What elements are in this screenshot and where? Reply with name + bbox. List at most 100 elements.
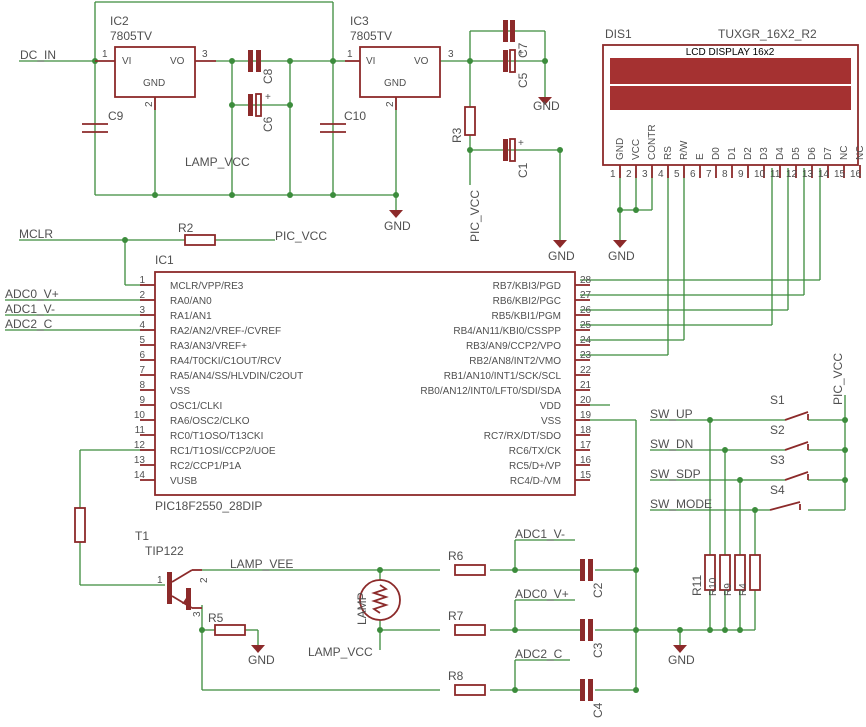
lcd-pin-label: CONTR xyxy=(647,124,658,160)
ic1-left-pin-number: 6 xyxy=(139,350,145,361)
net-mclr: MCLR xyxy=(19,227,53,241)
gnd-label-4: GND xyxy=(608,249,635,263)
lamp: LAMP xyxy=(355,579,401,625)
gnd-label-3: GND xyxy=(548,249,575,263)
wires xyxy=(5,1,846,691)
ic1-right-pin-label: RB6/KBI2/PGC xyxy=(493,296,561,307)
ic1-right-pin-number: 15 xyxy=(580,470,592,481)
ic1-left-pin-number: 1 xyxy=(139,275,145,286)
ic1-right-pin-label: RB3/AN9/CCP2/VPO xyxy=(466,341,561,352)
net-adc1-b: ADC1_V- xyxy=(515,527,565,541)
net-sw-dn: SW_DN xyxy=(650,437,693,451)
lcd-pin-label: D3 xyxy=(759,147,770,160)
c10-label: C10 xyxy=(344,109,366,123)
ic3-vi-label: VI xyxy=(366,56,375,67)
t1-pin3: 3 xyxy=(192,611,203,617)
ic1-left-pin-label: OSC1/CLKI xyxy=(170,401,222,412)
ic1-left-pin-label: RC1/T1OSI/CCP2/UOE xyxy=(170,446,276,457)
lcd-pin-number: 6 xyxy=(690,169,696,180)
gnd-label-5: GND xyxy=(248,653,275,667)
ic1-left-pin-number: 2 xyxy=(139,290,145,301)
ic2-name: IC2 xyxy=(110,14,129,28)
transistor-t1: T1 TIP122 1 2 3 xyxy=(135,529,210,617)
ic3-pin3: 3 xyxy=(448,49,454,60)
c3-label: C3 xyxy=(591,642,605,658)
net-pic-vcc-r2: PIC_VCC xyxy=(275,229,327,243)
lcd-pin-number: 7 xyxy=(706,169,712,180)
net-sw-mode: SW_MODE xyxy=(650,497,712,511)
capacitor-c6: + C6 xyxy=(248,92,275,132)
lcd-pin-number: 4 xyxy=(658,169,664,180)
lcd-pin-group: GND1VCC2CONTR3RS4R/W5E6D07D18D29D310D411… xyxy=(610,124,866,180)
ic1-left-pin-label: MCLR/VPP/RE3 xyxy=(170,281,244,292)
lcd-pin-number: 11 xyxy=(770,169,781,180)
ic1-right-pin-number: 25 xyxy=(580,320,592,331)
dis1-name: DIS1 xyxy=(605,27,632,41)
switch-s3: S3 xyxy=(770,453,809,481)
lcd-pin-number: 14 xyxy=(818,169,830,180)
ic1-left-pin-number: 12 xyxy=(134,440,146,451)
ic3-vo-label: VO xyxy=(414,56,429,67)
lcd-pin-number: 2 xyxy=(626,169,632,180)
t1-name: T1 xyxy=(135,529,149,543)
lcd-pin-number: 12 xyxy=(786,169,798,180)
ic1-left-pin-label: VUSB xyxy=(170,476,198,487)
r5-label: R5 xyxy=(208,611,224,625)
ic3-name: IC3 xyxy=(350,14,369,28)
ic1-left-pin-number: 9 xyxy=(139,395,145,406)
net-lamp-vcc-top: LAMP_VCC xyxy=(185,155,250,169)
ic2-pin2: 2 xyxy=(144,101,155,107)
lcd-pin-label: E xyxy=(695,153,706,160)
ic1-left-pin-label: RA4/T0CKI/C1OUT/RCV xyxy=(170,356,281,367)
ground-symbols: GND GND GND GND GND GND xyxy=(248,97,695,667)
ic1-right-pin-label: RC6/TX/CK xyxy=(509,446,562,457)
ic1-right-pin-label: RC4/D-/VM xyxy=(510,476,561,487)
lcd-pin-label: D1 xyxy=(727,147,738,160)
lcd-pin-label: D0 xyxy=(711,147,722,160)
ic1-left-pin-number: 8 xyxy=(139,380,145,391)
dis1-value: TUXGR_16X2_R2 xyxy=(718,27,817,41)
lcd-pin-number: 13 xyxy=(802,169,814,180)
ic1-left-pin-number: 4 xyxy=(139,320,145,331)
junctions xyxy=(92,58,848,693)
capacitor-c7: C7 xyxy=(503,20,530,58)
r7-label: R7 xyxy=(448,609,464,623)
lcd-pin-label: VCC xyxy=(631,139,642,160)
ic1-right-pin-number: 22 xyxy=(580,365,592,376)
capacitor-c10: C10 xyxy=(320,109,366,133)
r11-label: R11 xyxy=(690,575,704,596)
ic1-left-pin-number: 13 xyxy=(134,455,146,466)
lcd-pin-label: NC xyxy=(855,146,866,160)
ic1-left-pin-label: RA0/AN0 xyxy=(170,296,212,307)
resistor-r4: R4 xyxy=(738,554,761,596)
c1-plus: + xyxy=(518,138,524,149)
c4-label: C4 xyxy=(591,702,605,718)
c5-plus: + xyxy=(518,48,524,59)
s4-label: S4 xyxy=(770,483,785,497)
t1-pin2: 2 xyxy=(199,577,210,583)
gnd-label-1: GND xyxy=(384,219,411,233)
ic2-value: 7805TV xyxy=(110,29,152,43)
lcd-pin-label: D2 xyxy=(743,147,754,160)
lcd-pin-number: 16 xyxy=(850,169,862,180)
switch-s2: S2 xyxy=(770,423,809,451)
ic3-pin1: 1 xyxy=(347,49,353,60)
net-dc-in: DC_IN xyxy=(20,48,56,62)
lcd-pin-number: 9 xyxy=(738,169,744,180)
resistor-r8: R8 xyxy=(448,669,486,696)
ic1-name: IC1 xyxy=(155,253,174,267)
r10-label: R10 xyxy=(708,577,719,596)
net-lamp-vee: LAMP_VEE xyxy=(230,557,293,571)
resistor-r1-base xyxy=(74,507,86,543)
resistor-r3: R3 xyxy=(450,106,476,143)
ic3-regulator: IC3 7805TV VI VO GND 1 3 2 xyxy=(345,14,454,110)
ic2-pin1: 1 xyxy=(102,49,108,60)
capacitor-c8: C8 xyxy=(248,50,275,84)
c2-label: C2 xyxy=(591,582,605,598)
ic1-left-pin-number: 11 xyxy=(135,425,146,436)
lcd-pin-number: 3 xyxy=(642,169,648,180)
lcd-dis1: DIS1 TUXGR_16X2_R2 LCD DISPLAY 16x2 GND1… xyxy=(602,27,866,180)
lcd-pin-label: RS xyxy=(663,146,674,160)
ic1-right-pin-number: 28 xyxy=(580,275,592,286)
